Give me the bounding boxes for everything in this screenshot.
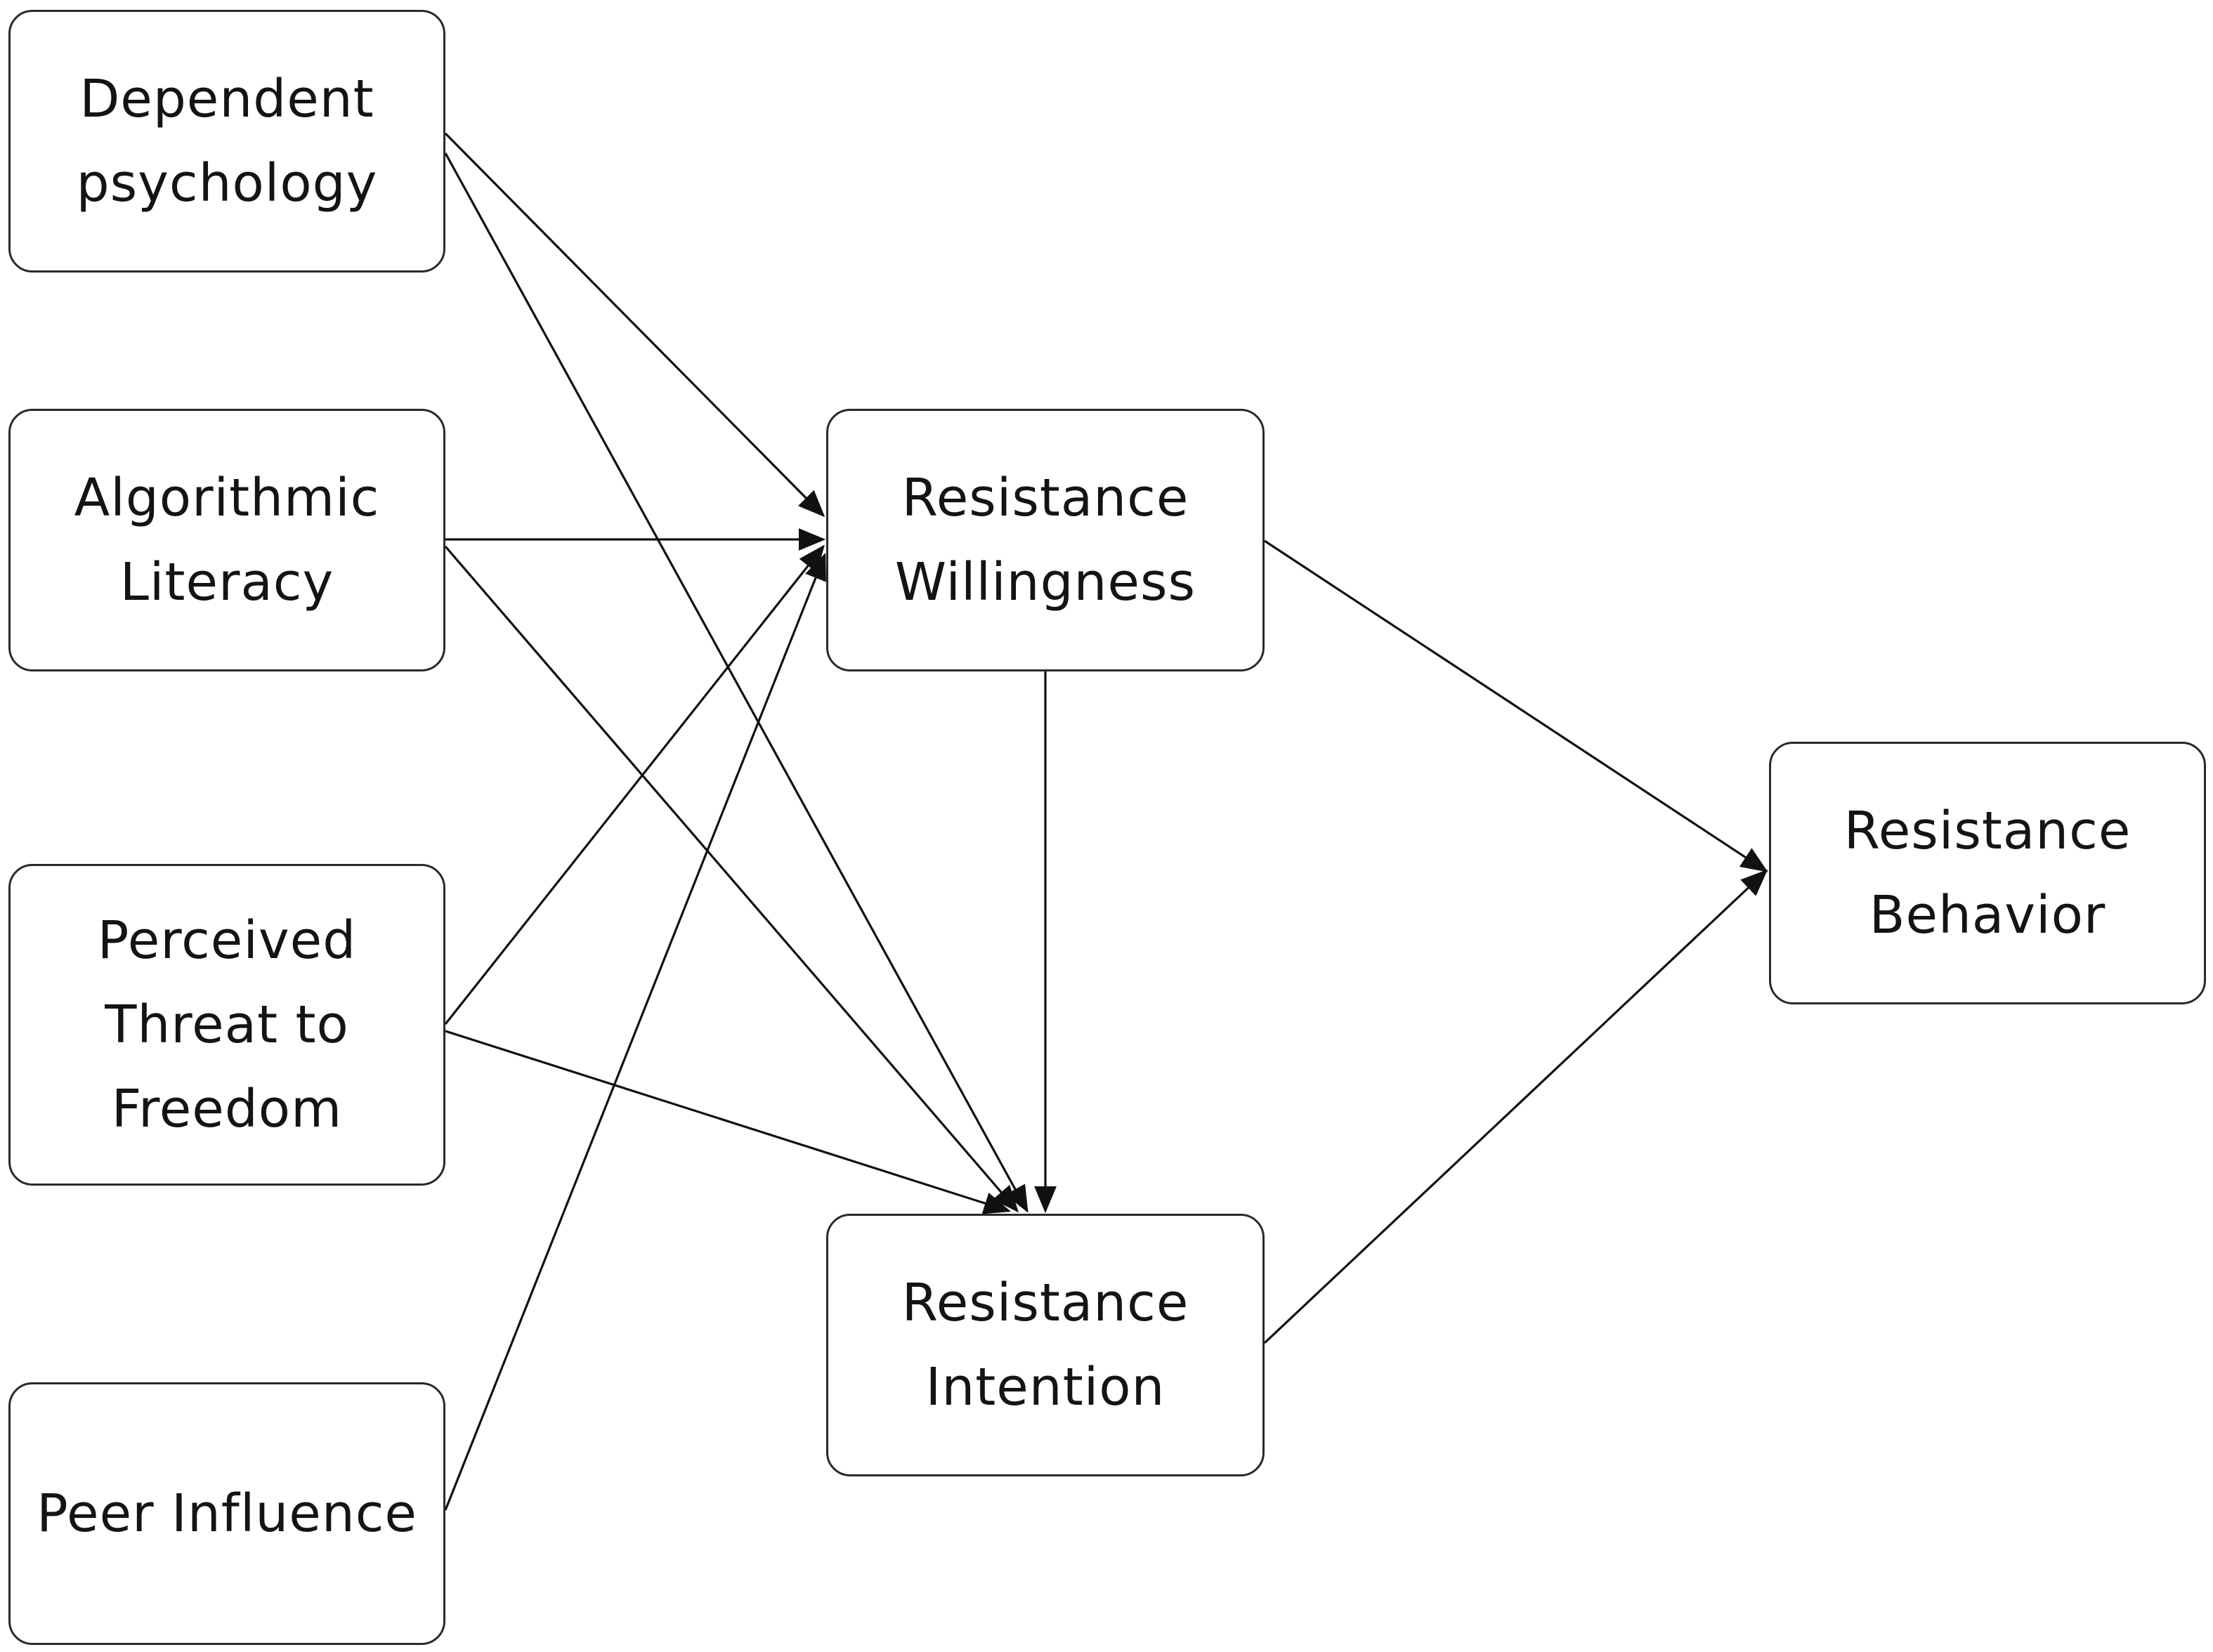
edge-dependent-to-intention [444,152,1029,1213]
node-label: Resistance Intention [902,1261,1189,1429]
node-resistance-willingness: Resistance Willingness [826,409,1265,671]
node-label: Resistance Behavior [1844,789,2132,957]
node-resistance-behavior: Resistance Behavior [1769,742,2206,1004]
node-label: Dependent psychology [77,57,378,225]
node-label-line: Perceived [97,910,357,971]
node-label-line: Threat to [105,995,349,1055]
edge-algorithmic-to-intention [444,545,1019,1213]
edge-intention-to-behavior [1263,869,1768,1344]
node-label-line: Resistance [1843,801,2132,861]
edge-dependent-to-willingness [444,132,825,518]
edge-willingness-to-behavior [1264,539,1768,872]
node-perceived-threat-to-freedom: Perceived Threat to Freedom [8,864,445,1186]
node-label: Resistance Willingness [895,456,1196,624]
node-label-line: Willingness [894,552,1196,612]
node-label: Algorithmic Literacy [74,456,380,624]
node-label: Peer Influence [37,1471,417,1556]
node-dependent-psychology: Dependent psychology [8,10,445,273]
node-label-line: Dependent [79,69,374,129]
node-resistance-intention: Resistance Intention [826,1214,1265,1476]
node-label-line: Literacy [119,552,334,612]
node-label-line: Algorithmic [74,468,380,528]
edge-threat-to-intention [445,1030,1012,1214]
node-label-line: Resistance [901,468,1189,528]
edge-threat-to-willingness [444,544,825,1025]
node-label-line: Behavior [1869,885,2106,945]
node-label-line: Peer Influence [37,1483,417,1544]
node-label-line: Intention [925,1357,1166,1417]
node-label-line: psychology [76,153,378,214]
node-label-line: Resistance [901,1273,1189,1333]
node-peer-influence: Peer Influence [8,1382,445,1645]
node-algorithmic-literacy: Algorithmic Literacy [8,409,445,671]
node-label-line: Freedom [111,1079,343,1139]
edge-peer-to-willingness [444,553,826,1511]
node-label: Perceived Threat to Freedom [98,898,356,1151]
